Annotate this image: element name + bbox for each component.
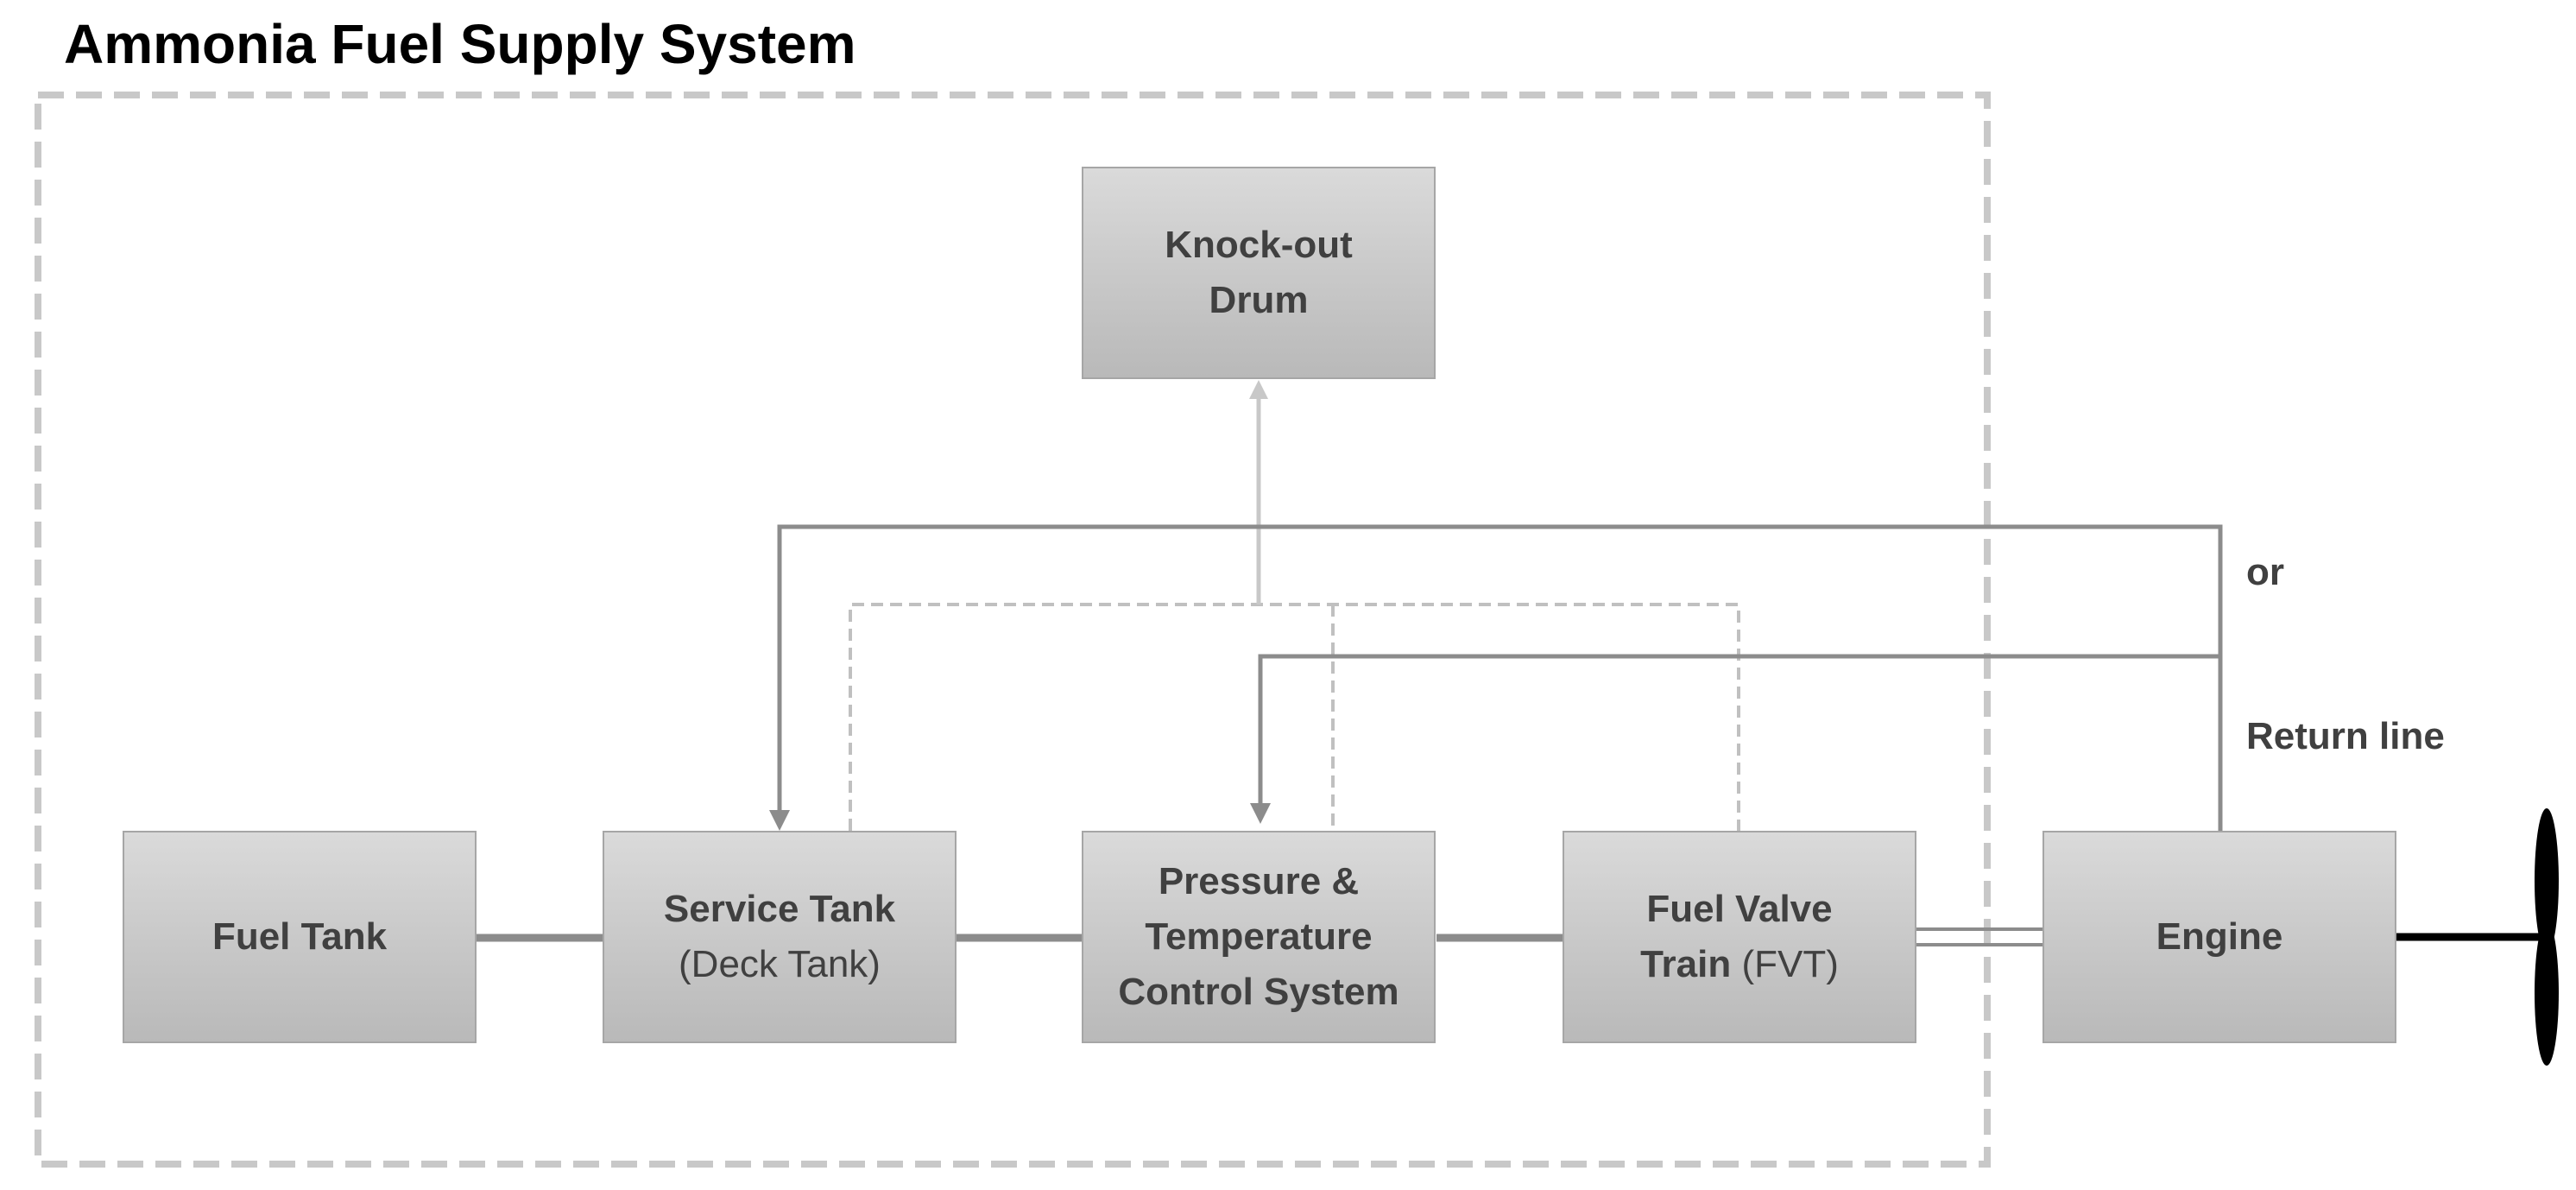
- arrow-to-ptcs: [1250, 803, 1271, 824]
- return-lines: [777, 524, 2223, 831]
- service-tank-box: Service Tank (Deck Tank): [603, 831, 957, 1043]
- knockout-line1: Knock-out: [1165, 224, 1353, 266]
- ptcs-box: Pressure & Temperature Control System: [1082, 831, 1436, 1043]
- knockout-line2: Drum: [1209, 279, 1309, 321]
- engine-label: Engine: [2156, 915, 2283, 958]
- return-line-label: Return line: [2246, 715, 2445, 757]
- fvt-line2-normal: (FVT): [1741, 943, 1839, 985]
- ptcs-line2: Temperature: [1145, 915, 1373, 958]
- fvt-line1: Fuel Valve: [1646, 888, 1833, 930]
- engine-box: Engine: [2042, 831, 2396, 1043]
- arrow-to-knockout: [1249, 380, 1268, 399]
- propeller-icon: [2535, 808, 2559, 1066]
- vent-lines: [849, 603, 1740, 831]
- fuel-tank-label: Fuel Tank: [212, 915, 388, 958]
- fuel-tank-box: Fuel Tank: [123, 831, 477, 1043]
- ptcs-line1: Pressure &: [1158, 860, 1360, 902]
- ptcs-line3: Control System: [1118, 971, 1399, 1013]
- system-boundary: [35, 92, 1991, 1168]
- arrow-to-service-tank: [769, 810, 790, 831]
- service-tank-sublabel: (Deck Tank): [679, 943, 881, 985]
- fvt-line2-bold: Train: [1640, 943, 1732, 985]
- knockout-drum-box: Knock-out Drum: [1082, 167, 1436, 379]
- service-tank-label: Service Tank: [663, 888, 896, 930]
- fvt-box: Fuel Valve Train (FVT): [1563, 831, 1916, 1043]
- page-title: Ammonia Fuel Supply System: [64, 13, 856, 75]
- or-label: or: [2246, 551, 2284, 593]
